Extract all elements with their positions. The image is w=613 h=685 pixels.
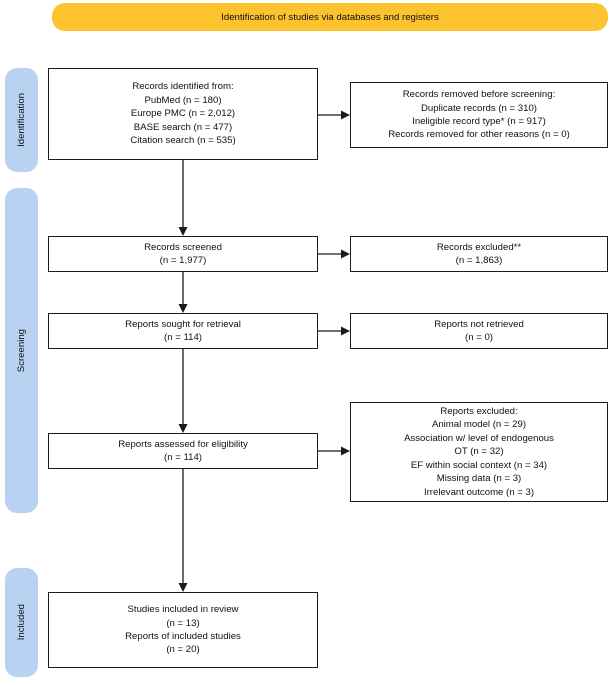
stage-label-screening: Screening	[5, 188, 38, 513]
box-records-identified: Records identified from:PubMed (n = 180)…	[48, 68, 318, 160]
arrow-screened-to-sought	[178, 272, 188, 313]
text-line: (n = 114)	[164, 332, 202, 343]
text-line: Reports assessed for eligibility	[118, 438, 248, 450]
text-line: (n = 0)	[465, 332, 493, 343]
text-line: Reports excluded:	[440, 406, 518, 418]
arrow-sought-to-assessed	[178, 349, 188, 433]
box-records-removed-before-screening: Records removed before screening:Duplica…	[350, 82, 608, 148]
text-line: Association w/ level of endogenous	[404, 432, 554, 444]
banner-label: Identification of studies via databases …	[221, 11, 439, 23]
arrow-screened-to-excluded	[318, 249, 350, 259]
text-line: Reports not retrieved	[434, 318, 524, 330]
text-line: Duplicate records (n = 310)	[421, 102, 537, 114]
text-line: Citation search (n = 535)	[130, 135, 236, 147]
text-line: PubMed (n = 180)	[144, 94, 222, 106]
text-line: (n = 13)	[166, 617, 200, 629]
box-records-screened: Records screened (n = 1,977)	[48, 236, 318, 272]
arrow-identified-to-removed	[318, 110, 350, 120]
text-line: Records excluded**	[436, 241, 522, 253]
text-line: Irrelevant outcome (n = 3)	[423, 486, 535, 498]
text-line: EF within social context (n = 34)	[410, 459, 548, 471]
banner-identification-of-studies: Identification of studies via databases …	[52, 3, 608, 31]
stage-label-identification: Identification	[5, 68, 38, 172]
text-line: (n = 114)	[164, 452, 202, 463]
text-line: (n = 1,977)	[159, 255, 207, 266]
text-line: OT (n = 32)	[454, 446, 504, 458]
text-line: Ineligible record type* (n = 917)	[412, 116, 546, 127]
arrow-identified-to-screened	[178, 160, 188, 236]
box-reports-sought-for-retrieval: Reports sought for retrieval (n = 114)	[48, 313, 318, 349]
text-line: (n = 20)	[166, 644, 200, 656]
box-records-excluded: Records excluded** (n = 1,863)	[350, 236, 608, 272]
box-reports-not-retrieved: Reports not retrieved (n = 0)	[350, 313, 608, 349]
text-line: BASE search (n = 477)	[133, 121, 233, 133]
box-studies-included-in-review: Studies included in review(n = 13) Report…	[48, 592, 318, 668]
stage-label-screening-text: Screening	[16, 328, 27, 373]
text-line: Records identified from:	[132, 81, 234, 93]
text-line: Missing data (n = 3)	[436, 473, 522, 485]
arrow-assessed-to-reports-excluded	[318, 446, 350, 456]
text-line: Records removed for other reasons (n = 0…	[388, 129, 570, 141]
text-line: Reports sought for retrieval	[125, 318, 241, 330]
text-line: Europe PMC (n = 2,012)	[130, 108, 236, 120]
box-reports-assessed-for-eligibility: Reports assessed for eligibility (n = 114…	[48, 433, 318, 469]
stage-label-included-text: Included	[16, 604, 27, 641]
text-line: Records removed before screening:	[402, 89, 556, 101]
text-line: Animal model (n = 29)	[431, 419, 527, 431]
arrow-sought-to-notretrieved	[318, 326, 350, 336]
box-reports-excluded: Reports excluded:Animal model (n = 29)As…	[350, 402, 608, 502]
arrow-assessed-to-included	[178, 469, 188, 592]
text-line: Reports of included studies	[125, 631, 241, 642]
text-line: (n = 1,863)	[455, 255, 503, 266]
text-line: Records screened	[144, 241, 222, 253]
stage-label-identification-text: Identification	[16, 93, 27, 147]
stage-label-included: Included	[5, 568, 38, 677]
text-line: Studies included in review	[127, 604, 239, 616]
